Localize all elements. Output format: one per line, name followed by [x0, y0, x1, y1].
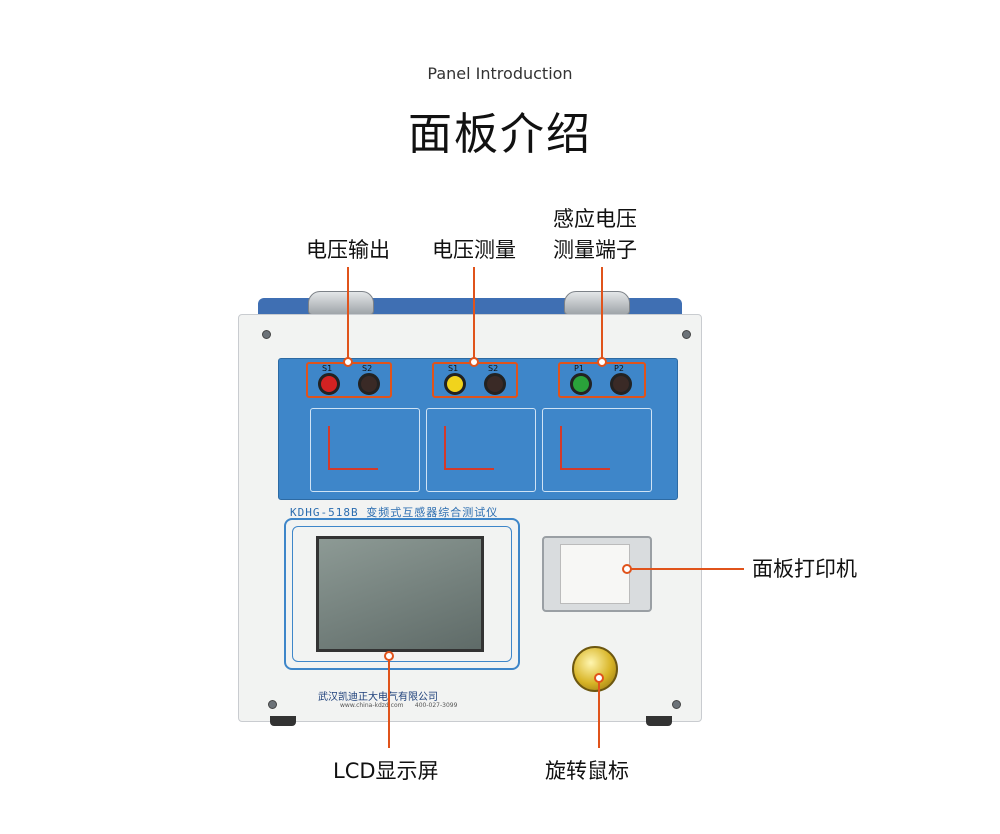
leader-line-lcd [388, 656, 390, 748]
wiring-diagram-3 [542, 408, 652, 492]
company-name: 武汉凯迪正大电气有限公司 [318, 692, 438, 703]
screw-bottom-left [268, 700, 277, 709]
screw-top-right [682, 330, 691, 339]
callout-lcd: LCD显示屏 [333, 759, 439, 783]
screw-bottom-right [672, 700, 681, 709]
wiring-line [328, 426, 330, 470]
company-phone: 400-027-3099 [414, 702, 458, 709]
callout-voltage-output: 电压输出 [306, 238, 390, 262]
terminal-label-s2: S2 [362, 364, 373, 373]
wiring-line [560, 468, 610, 470]
wiring-line [444, 426, 446, 470]
leader-line-printer [630, 568, 744, 570]
lcd-screen[interactable] [316, 536, 484, 652]
leader-dot-printer [622, 564, 632, 574]
terminal-output-s1[interactable] [318, 373, 340, 395]
device-handle-right [564, 291, 630, 315]
company-contact: www.china-kdzd.com 400-027-3099 [340, 702, 457, 709]
leader-dot-voltage-measure [469, 357, 479, 367]
callout-printer: 面板打印机 [752, 557, 857, 581]
rotary-knob[interactable] [572, 646, 618, 692]
lcd-frame-inner [292, 526, 512, 662]
callout-knob: 旋转鼠标 [545, 759, 629, 783]
terminal-label-s1-measure: S1 [448, 364, 459, 373]
terminal-induced-p1[interactable] [570, 373, 592, 395]
wiring-diagram-1 [310, 408, 420, 492]
page-subtitle-en: Panel Introduction [427, 64, 573, 83]
device-foot-right [646, 716, 672, 726]
page-title: 面板介绍 [408, 109, 592, 160]
terminal-measure-s1[interactable] [444, 373, 466, 395]
leader-line-knob [598, 678, 600, 748]
callout-induced-voltage-line1: 感应电压 [553, 207, 637, 231]
lcd-frame [284, 518, 520, 670]
leader-line-induced-voltage [601, 267, 603, 361]
device-foot-left [270, 716, 296, 726]
leader-line-voltage-measure [473, 267, 475, 361]
company-web: www.china-kdzd.com [340, 702, 404, 709]
wiring-line [560, 426, 562, 470]
leader-dot-induced-voltage [597, 357, 607, 367]
terminal-label-p1: P1 [574, 364, 584, 373]
leader-line-voltage-output [347, 267, 349, 361]
screw-top-left [262, 330, 271, 339]
callout-induced-voltage-line2: 测量端子 [553, 238, 637, 262]
device-model-label: KDHG-518B 变频式互感器综合测试仪 [290, 506, 499, 519]
callout-voltage-measure: 电压测量 [432, 238, 516, 262]
terminal-induced-p2[interactable] [610, 373, 632, 395]
leader-dot-knob [594, 673, 604, 683]
terminal-output-s2[interactable] [358, 373, 380, 395]
terminal-label-s1: S1 [322, 364, 333, 373]
printer-paper [560, 544, 630, 604]
terminal-label-s2-measure: S2 [488, 364, 499, 373]
leader-dot-lcd [384, 651, 394, 661]
wiring-line [328, 468, 378, 470]
leader-dot-voltage-output [343, 357, 353, 367]
wiring-diagram-2 [426, 408, 536, 492]
wiring-line [444, 468, 494, 470]
device-handle-left [308, 291, 374, 315]
terminal-label-p2: P2 [614, 364, 624, 373]
terminal-measure-s2[interactable] [484, 373, 506, 395]
